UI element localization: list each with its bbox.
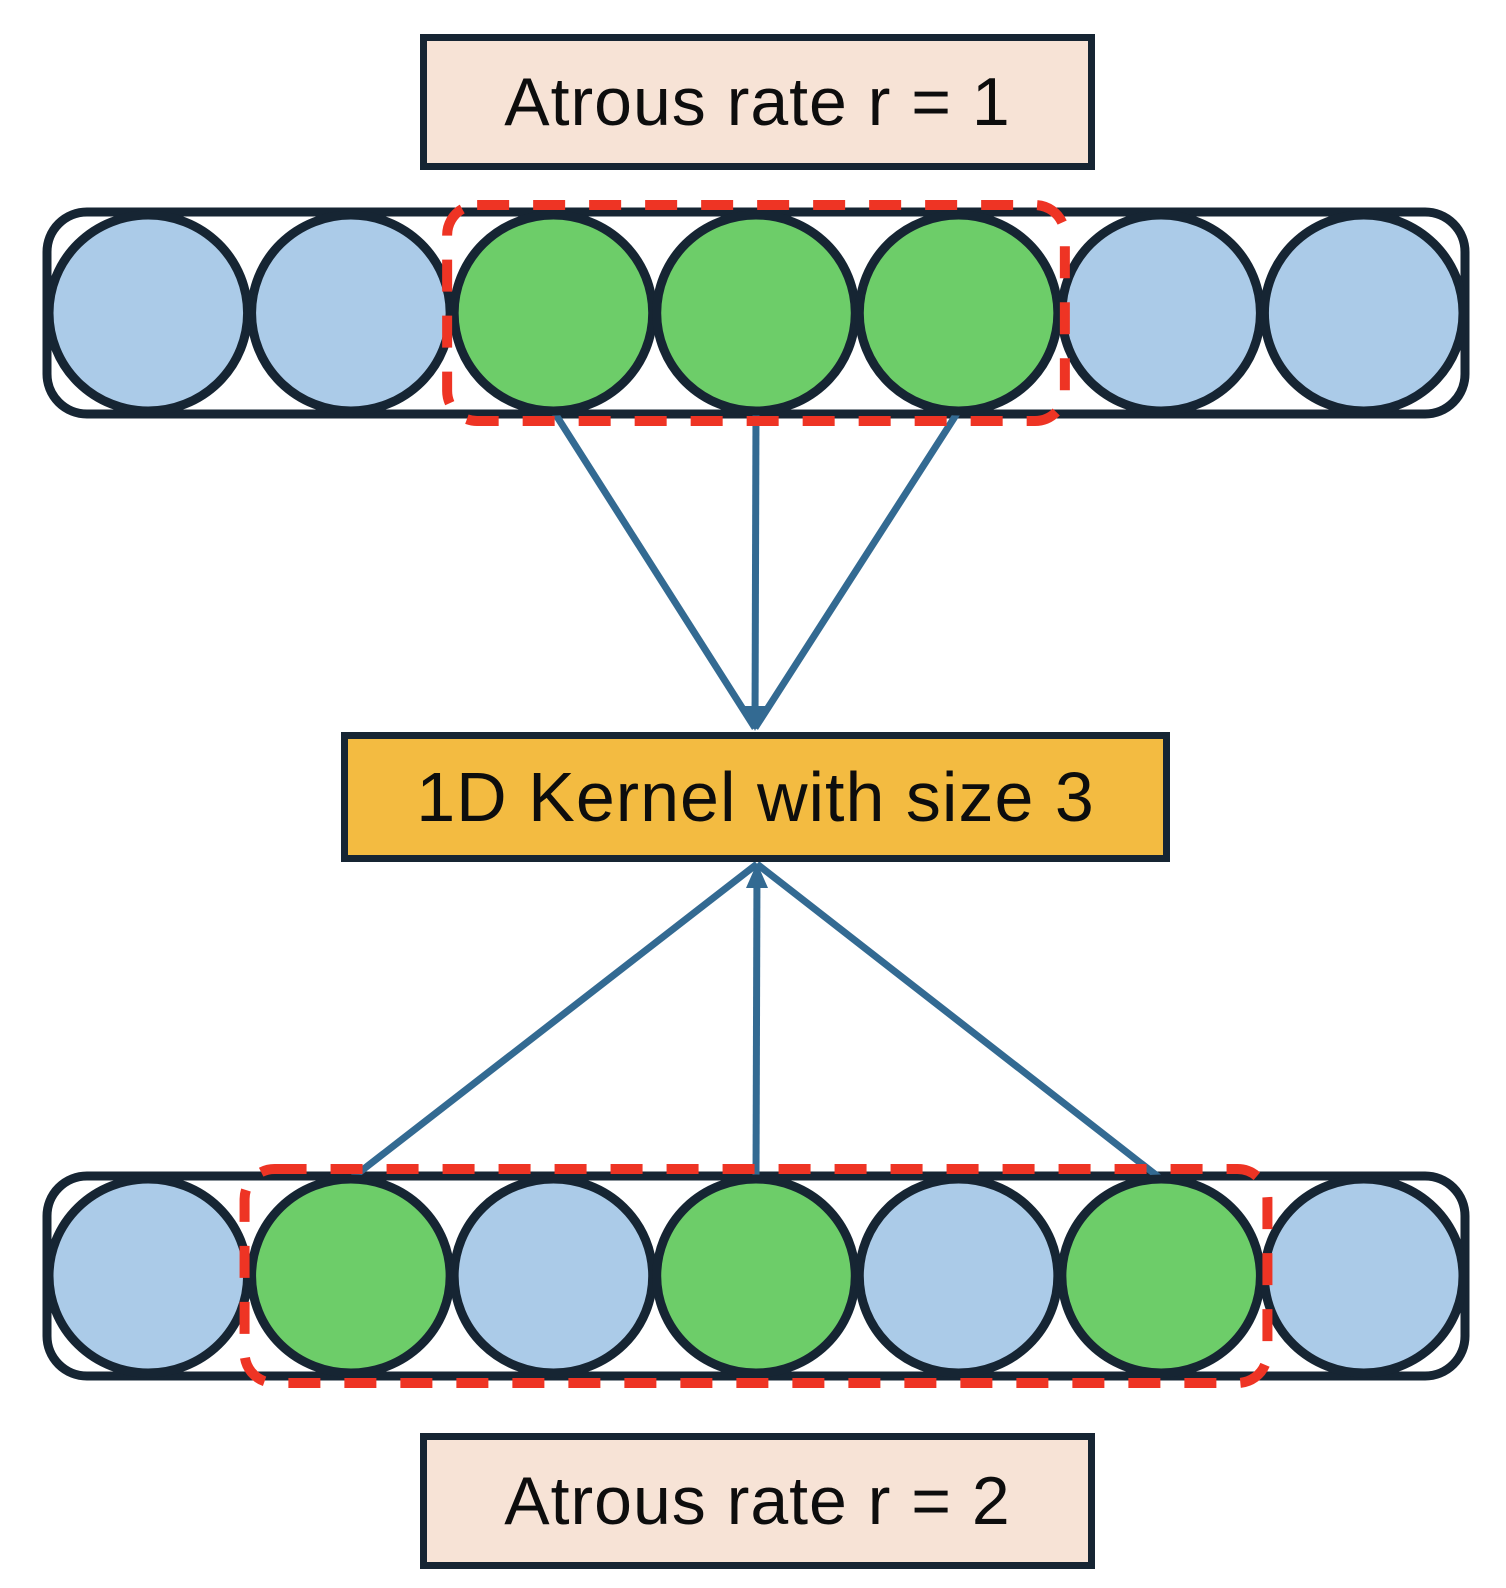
feature-row-rate-2-node-1-blue: [44, 1174, 253, 1378]
connector-line-feature-row-rate-1-cell-4: [751, 410, 760, 729]
feature-row-rate-1-node-3-green: [449, 210, 658, 416]
arrowhead-into-kernel-bottom: [746, 863, 768, 888]
arrowhead-into-kernel-top: [744, 706, 766, 731]
connector-line-feature-row-rate-2-cell-4: [752, 863, 761, 1180]
feature-row-rate-1-node-5-green: [854, 210, 1063, 416]
feature-row-rate-2-node-7-blue: [1259, 1174, 1468, 1378]
connector-line-feature-row-rate-1-cell-5: [752, 409, 962, 730]
connector-line-feature-row-rate-2-cell-6: [754, 861, 1164, 1182]
feature-row-rate-2-node-4-green: [652, 1174, 860, 1378]
feature-row-rate-1-node-1-blue: [44, 210, 253, 416]
feature-row-rate-1-node-2-blue: [247, 210, 455, 416]
feature-row-rate-2-node-6-green: [1057, 1174, 1265, 1378]
atrous-rate-1-label: Atrous rate r = 1: [420, 34, 1095, 170]
feature-row-rate-2-node-2-green: [247, 1174, 455, 1378]
atrous-rate-2-label: Atrous rate r = 2: [420, 1433, 1095, 1569]
connector-line-feature-row-rate-1-cell-3: [550, 409, 758, 730]
feature-row-rate-2-node-3-blue: [449, 1174, 658, 1378]
connector-line-feature-row-rate-2-cell-2: [348, 861, 760, 1182]
feature-row-rate-1-node-4-green: [652, 210, 860, 416]
feature-row-rate-2-kernel-window: [239, 1164, 1273, 1388]
feature-row-rate-1-kernel-window: [442, 200, 1070, 426]
feature-row-rate-2-node-5-blue: [854, 1174, 1063, 1378]
feature-row-rate-1-node-6-blue: [1057, 210, 1265, 416]
feature-row-rate-1-node-7-blue: [1259, 210, 1468, 416]
kernel-size-label: 1D Kernel with size 3: [341, 732, 1170, 862]
